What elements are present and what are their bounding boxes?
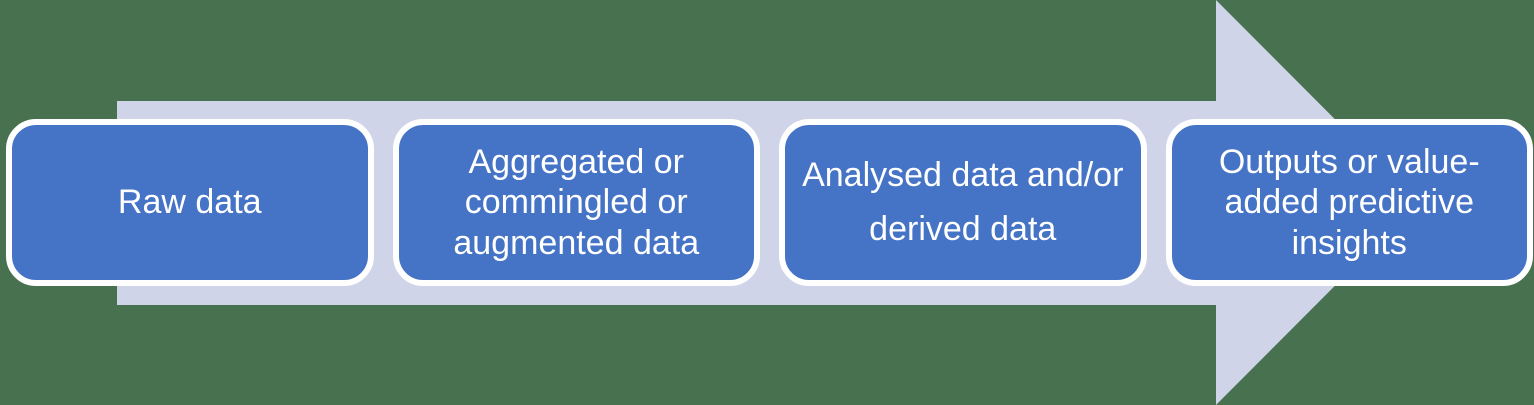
step-label-outputs-insights: Outputs or value- added predictive insig… (1218, 143, 1480, 262)
step-box-outputs-insights: Outputs or value- added predictive insig… (1165, 119, 1533, 286)
step-box-analysed-data: Analysed data and/or derived data (779, 119, 1147, 286)
process-steps: Raw data Aggregated or commingled or aug… (6, 119, 1533, 286)
step-label-raw-data: Raw data (117, 183, 262, 222)
right-arrow-shape (117, 0, 1418, 405)
step-box-aggregated-data: Aggregated or commingled or augmented da… (392, 119, 760, 286)
step-box-raw-data: Raw data (6, 119, 374, 286)
step-label-aggregated-data: Aggregated or commingled or augmented da… (453, 143, 700, 262)
step-label-analysed-data: Analysed data and/or derived data (802, 156, 1124, 248)
